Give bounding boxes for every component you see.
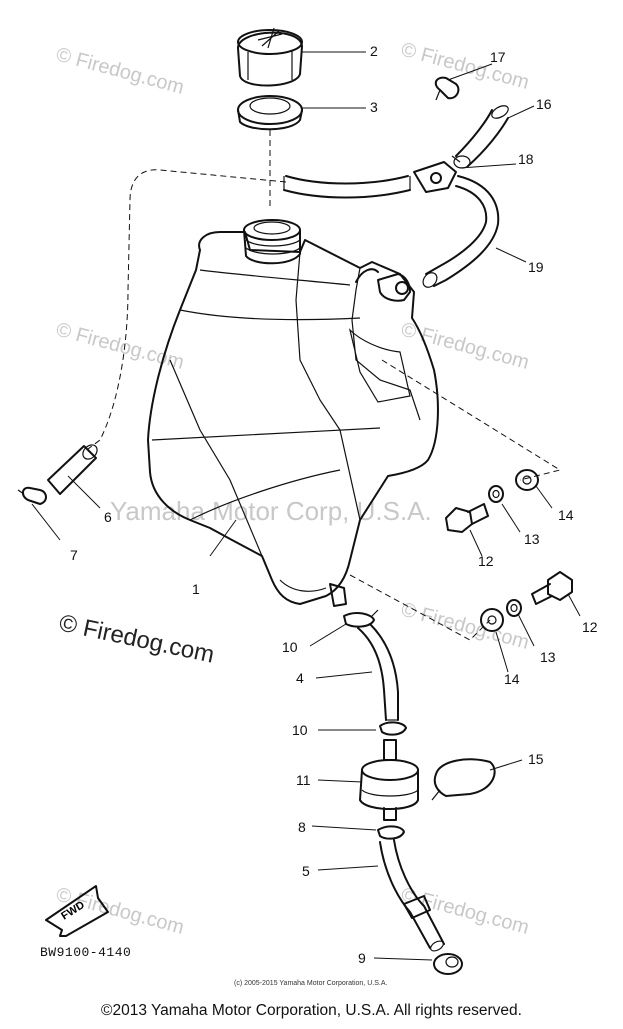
fuel-filter	[359, 739, 419, 821]
watermark-firedog: © Firedog.com	[399, 39, 532, 94]
callout-6: 6	[104, 509, 112, 525]
watermark-firedog: © Firedog.com	[399, 884, 532, 939]
bolt-lower	[531, 571, 573, 605]
grommet-upper	[515, 469, 539, 491]
callout-14-lower: 14	[504, 671, 520, 687]
hose-clip	[434, 76, 460, 101]
callout-18: 18	[518, 151, 534, 167]
callout-1: 1	[192, 581, 200, 597]
upper-breather-hose	[453, 105, 509, 169]
vent-route-line	[83, 169, 287, 453]
t-fitting	[413, 155, 461, 193]
callout-5: 5	[302, 863, 310, 879]
watermark-yamaha: Yamaha Motor Corp, U.S.A.	[110, 496, 432, 526]
watermark-firedog-strong: © Firedog.com	[57, 609, 217, 668]
bolt-upper	[445, 503, 489, 533]
diagram-code: BW9100-4140	[40, 945, 131, 960]
watermark-firedog: © Firedog.com	[54, 44, 187, 99]
callout-11: 11	[296, 772, 311, 788]
callout-10-lower: 10	[292, 722, 308, 738]
callout-10-upper: 10	[282, 639, 298, 655]
callout-12-upper: 12	[478, 553, 494, 569]
small-hose-clip	[17, 486, 47, 505]
callout-7: 7	[70, 547, 78, 563]
tank-outlet	[329, 583, 347, 607]
callout-13-upper: 13	[524, 531, 540, 547]
fuel-cap	[237, 27, 303, 87]
fuel-hose-lower	[379, 839, 445, 952]
callout-3: 3	[370, 99, 378, 115]
hose-clamp-upper	[343, 609, 379, 628]
footer-copyright: ©2013 Yamaha Motor Corporation, U.S.A. A…	[101, 1002, 522, 1019]
mount-line-upper	[381, 359, 562, 481]
breather-hose	[283, 175, 411, 199]
fuel-hose-upper	[357, 623, 399, 721]
hose-clamp-middle	[379, 721, 407, 736]
callout-16: 16	[536, 96, 552, 112]
grommet-lower	[480, 608, 504, 632]
drain-hose-small	[47, 444, 98, 495]
band-clamp	[431, 758, 496, 801]
callout-numbers: 1 2 3 4 5 6 7 8 9 10 10 11 12 12 13 13 1…	[70, 43, 598, 966]
watermark-firedog: © Firedog.com	[399, 319, 532, 374]
callout-4: 4	[296, 670, 304, 686]
watermark-group: © Firedog.com © Firedog.com © Firedog.co…	[54, 39, 532, 939]
vent-fitting	[355, 268, 411, 302]
callout-19: 19	[528, 259, 544, 275]
callout-15: 15	[528, 751, 544, 767]
cap-gasket	[237, 95, 303, 131]
callout-14-upper: 14	[558, 507, 574, 523]
callout-9: 9	[358, 950, 366, 966]
filler-neck	[243, 219, 301, 265]
small-copyright: (c) 2005-2015 Yamaha Motor Corporation, …	[234, 980, 387, 987]
hose-clamp-lower	[377, 825, 405, 840]
fuel-tank	[147, 231, 439, 605]
washer-lower	[506, 599, 522, 617]
hose-end-cap	[433, 953, 463, 975]
washer-upper	[488, 485, 504, 503]
callout-8: 8	[298, 819, 306, 835]
leader-lines	[31, 51, 581, 961]
callout-13-lower: 13	[540, 649, 556, 665]
callout-12-lower: 12	[582, 619, 598, 635]
callout-2: 2	[370, 43, 378, 59]
callout-17: 17	[490, 49, 506, 65]
lower-breather-hose	[422, 175, 500, 288]
